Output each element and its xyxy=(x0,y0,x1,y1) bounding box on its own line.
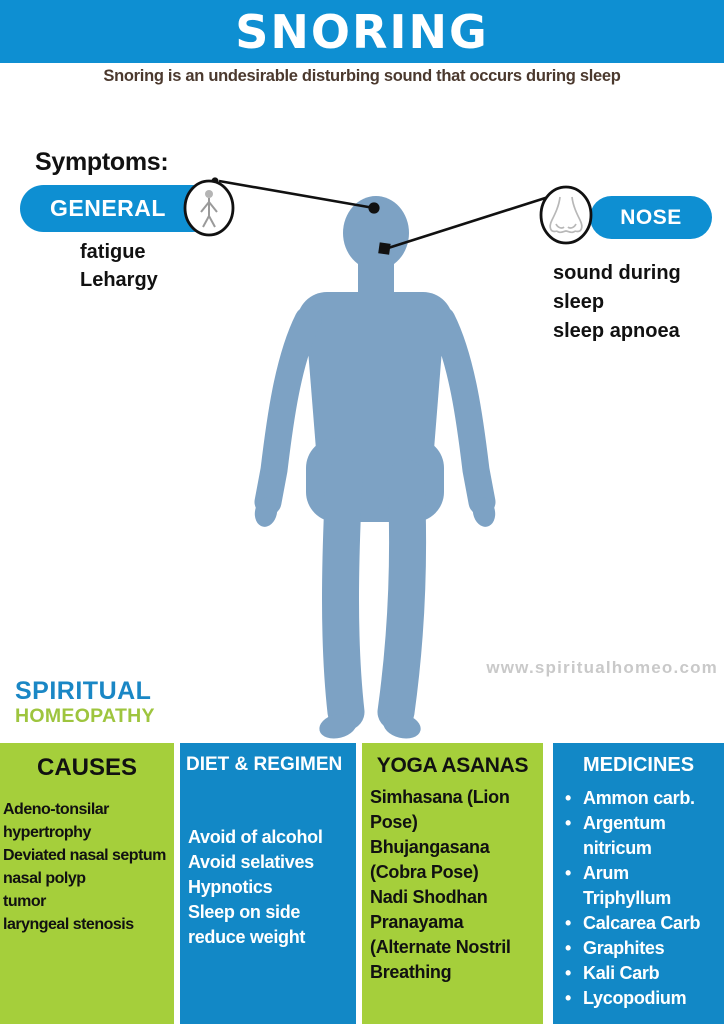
nose-symptom-line: sleep xyxy=(553,291,605,313)
page-title: SNORING xyxy=(235,4,489,59)
symptoms-heading: Symptoms: xyxy=(35,148,169,176)
medicines-list: Ammon carb.Argentum nitricumArum Triphyl… xyxy=(553,786,724,1011)
yoga-asanas-line: Simhasana (Lion xyxy=(370,787,510,807)
causes-line: Adeno-tonsilar xyxy=(3,801,109,818)
causes-line: nasal polyp xyxy=(3,870,86,887)
diet-regimen-title: DIET & REGIMEN xyxy=(186,754,343,775)
diet-regimen-line: Avoid of alcohol xyxy=(188,827,323,847)
causes-title: CAUSES xyxy=(36,754,138,781)
causes-line: laryngeal stenosis xyxy=(3,916,134,933)
general-connector-line xyxy=(211,177,380,214)
medicine-item: Lycopodium xyxy=(553,986,712,1011)
diet-regimen-line: Avoid selatives xyxy=(188,852,314,872)
diet-regimen-line: Hypnotics xyxy=(188,877,273,897)
yoga-asanas-line: Breathing xyxy=(370,962,452,982)
causes-line: tumor xyxy=(3,893,46,910)
nose-connector-line xyxy=(378,188,566,255)
general-symptom-line: fatigue xyxy=(80,241,146,263)
brand-logo: SPIRITUAL HOMEOPATHY xyxy=(15,679,155,727)
nose-pill: NOSE xyxy=(590,196,712,239)
yoga-asanas-line: (Alternate Nostril xyxy=(370,937,511,957)
nose-icon xyxy=(539,185,593,245)
header-band: SNORING xyxy=(0,0,724,63)
brand-logo-line2: HOMEOPATHY xyxy=(15,705,155,727)
yoga-asanas-title: YOGA ASANAS xyxy=(376,754,529,777)
causes-line: hypertrophy xyxy=(3,824,91,841)
yoga-asanas-line: Nadi Shodhan xyxy=(370,887,488,907)
subtitle: Snoring is an undesirable disturbing sou… xyxy=(103,67,621,85)
nose-symptoms-list: sound during sleep sleep apnoea xyxy=(553,259,681,346)
medicines-section: MEDICINES Ammon carb.Argentum nitricumAr… xyxy=(553,743,724,1024)
yoga-asanas-line: Pose) xyxy=(370,812,418,832)
brand-logo-line1: SPIRITUAL xyxy=(15,677,152,705)
medicines-title: MEDICINES xyxy=(582,754,695,776)
medicine-item: Graphites xyxy=(553,936,712,961)
medicine-item: Kali Carb xyxy=(553,961,712,986)
yoga-asanas-line: Bhujangasana xyxy=(370,837,490,857)
diet-regimen-line: Sleep on side xyxy=(188,902,301,922)
nose-symptom-line: sound during xyxy=(553,262,681,284)
human-body-silhouette xyxy=(254,196,496,739)
medicine-item: Argentum nitricum xyxy=(553,811,712,861)
medicine-item: Ammon carb. xyxy=(553,786,712,811)
causes-line: Deviated nasal septum xyxy=(3,847,166,864)
diet-regimen-line: reduce weight xyxy=(188,927,306,947)
medicine-item: Arum Triphyllum xyxy=(553,861,712,911)
nose-pill-label: NOSE xyxy=(620,205,682,229)
nose-symptom-line: sleep apnoea xyxy=(553,320,680,342)
medicine-item: Calcarea Carb xyxy=(553,911,712,936)
general-pill-label: GENERAL xyxy=(50,195,166,221)
yoga-asanas-line: (Cobra Pose) xyxy=(370,862,479,882)
yoga-asanas-line: Pranayama xyxy=(370,912,464,932)
general-symptom-line: Lehargy xyxy=(80,269,158,291)
watermark: www.spiritualhomeo.com xyxy=(486,658,718,677)
general-pill: GENERAL xyxy=(20,185,216,232)
